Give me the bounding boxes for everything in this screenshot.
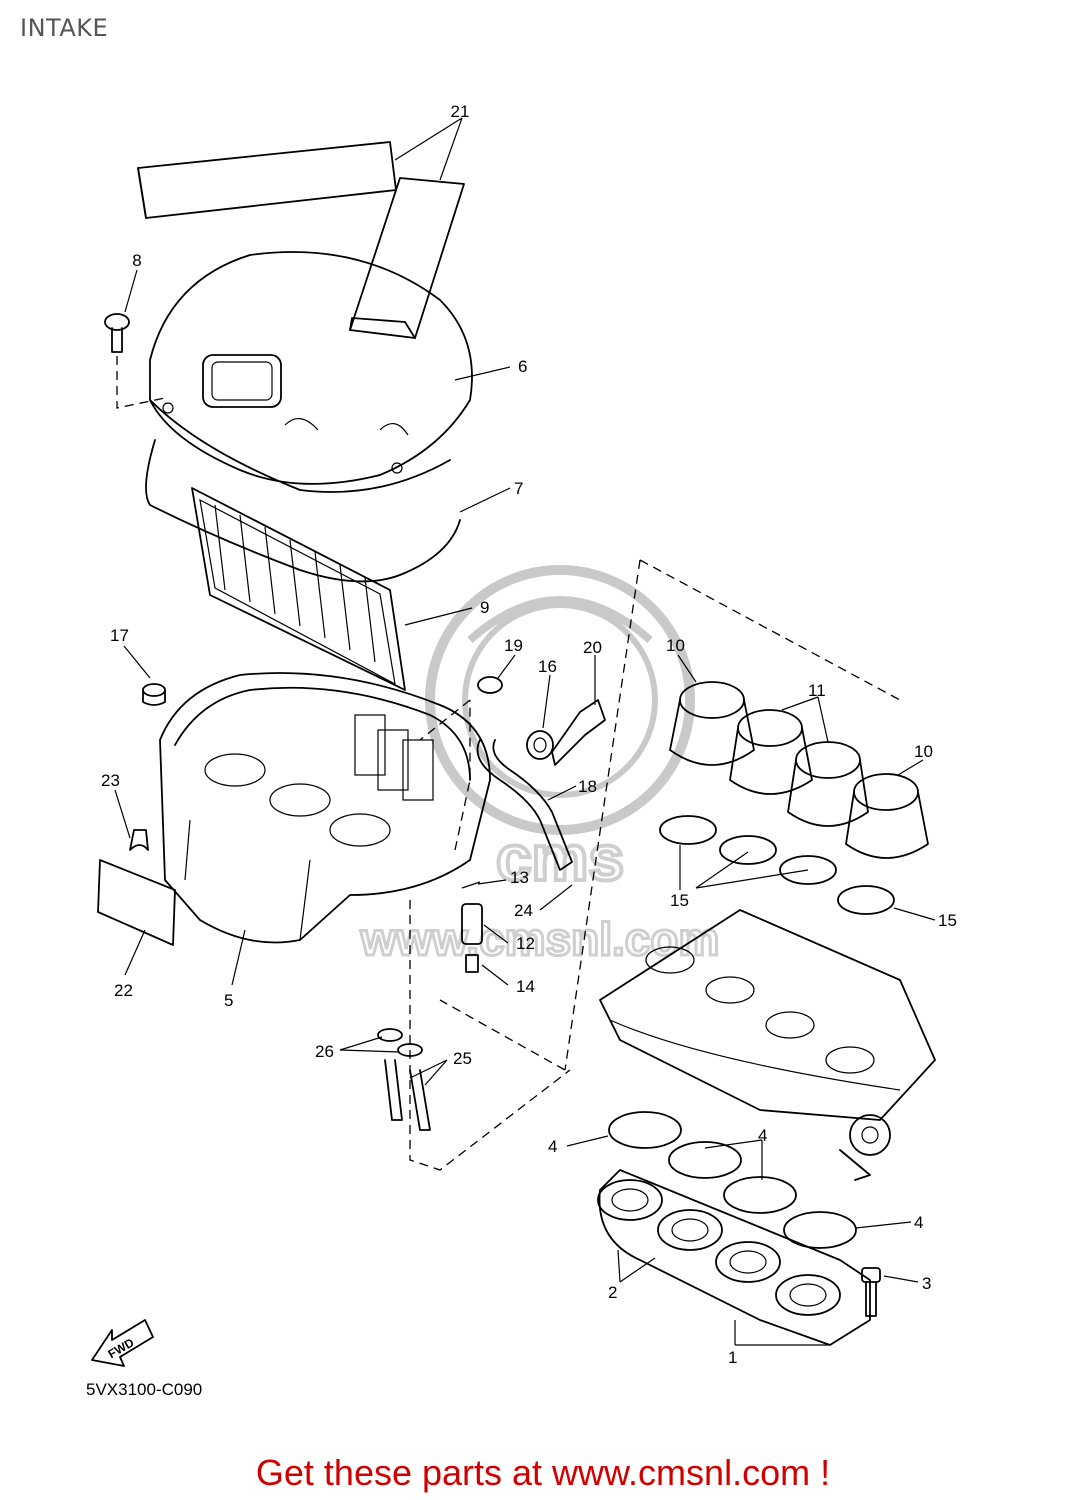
part-16-grommet: [526, 730, 554, 760]
part-20-joint: [551, 699, 606, 766]
callout-22: 22: [114, 981, 133, 1000]
callout-10-a: 10: [666, 636, 685, 655]
callout-23: 23: [101, 771, 120, 790]
callout-4-c: 4: [914, 1213, 923, 1232]
part-5-case: [159, 672, 491, 944]
callout-10-b: 10: [914, 742, 933, 761]
callout-4-b: 4: [758, 1126, 767, 1145]
callout-1: 1: [728, 1348, 737, 1367]
callout-4-a: 4: [548, 1137, 557, 1156]
part-7-seal: [145, 439, 461, 583]
part-14-cap: [465, 954, 479, 973]
part-17-grommet: [142, 683, 166, 706]
callout-6: 6: [518, 357, 527, 376]
callout-3: 3: [922, 1274, 931, 1293]
part-21-sponge: [137, 141, 465, 339]
part-12-pipe: [461, 903, 483, 945]
throttle-body-assembly: [599, 909, 936, 1181]
callout-8: 8: [132, 251, 141, 270]
callout-26: 26: [315, 1042, 334, 1061]
callout-5: 5: [224, 991, 233, 1010]
footer-link-text[interactable]: Get these parts at www.cmsnl.com !: [255, 1452, 831, 1493]
callout-11: 11: [808, 681, 826, 700]
callout-24: 24: [514, 901, 533, 920]
part-4-clamps: [608, 1111, 857, 1249]
part-19-clamp: [477, 676, 503, 694]
assembly-guide: [409, 559, 901, 1171]
callout-16: 16: [538, 657, 557, 676]
part-23-damper: [129, 829, 149, 851]
callout-13: 13: [510, 868, 529, 887]
watermark-logo: cms www.cmsnl.com: [358, 565, 721, 967]
callout-labels: 21 8 6 7 9 17 23 22 5 19 16 20 18 13 24 …: [101, 102, 957, 1367]
callout-19: 19: [504, 636, 523, 655]
callout-25: 25: [453, 1049, 472, 1068]
fwd-arrow-icon: FWD: [91, 1319, 154, 1367]
callout-7: 7: [514, 479, 523, 498]
drawing-code: 5VX3100-C090: [86, 1380, 203, 1399]
callout-20: 20: [583, 638, 602, 657]
part-25-hoses: [384, 1059, 431, 1131]
callout-17: 17: [110, 626, 129, 645]
part-8-screw: [104, 313, 166, 409]
part-15-clamps: [659, 815, 895, 915]
part-3-bolt: [861, 1267, 881, 1317]
callout-14: 14: [516, 977, 535, 996]
part-9-filter: [191, 487, 406, 691]
callout-2: 2: [608, 1283, 617, 1302]
part-13-clip: [461, 881, 481, 889]
callout-15-b: 15: [938, 911, 957, 930]
callout-12: 12: [516, 934, 535, 953]
callout-15-a: 15: [670, 891, 689, 910]
watermark-text: www.cmsnl.com: [360, 913, 720, 965]
callout-9: 9: [480, 598, 489, 617]
callout-21: 21: [451, 102, 470, 121]
leader-lines: [114, 117, 936, 1346]
callout-18: 18: [578, 777, 597, 796]
part-10-11-funnels: [669, 681, 929, 859]
part-18-hose: [476, 739, 573, 871]
part-6-case-cap: [149, 251, 473, 493]
part-1-2-joints: [597, 1169, 871, 1346]
page-title: INTAKE: [20, 14, 109, 42]
part-22-plate: [97, 859, 176, 946]
